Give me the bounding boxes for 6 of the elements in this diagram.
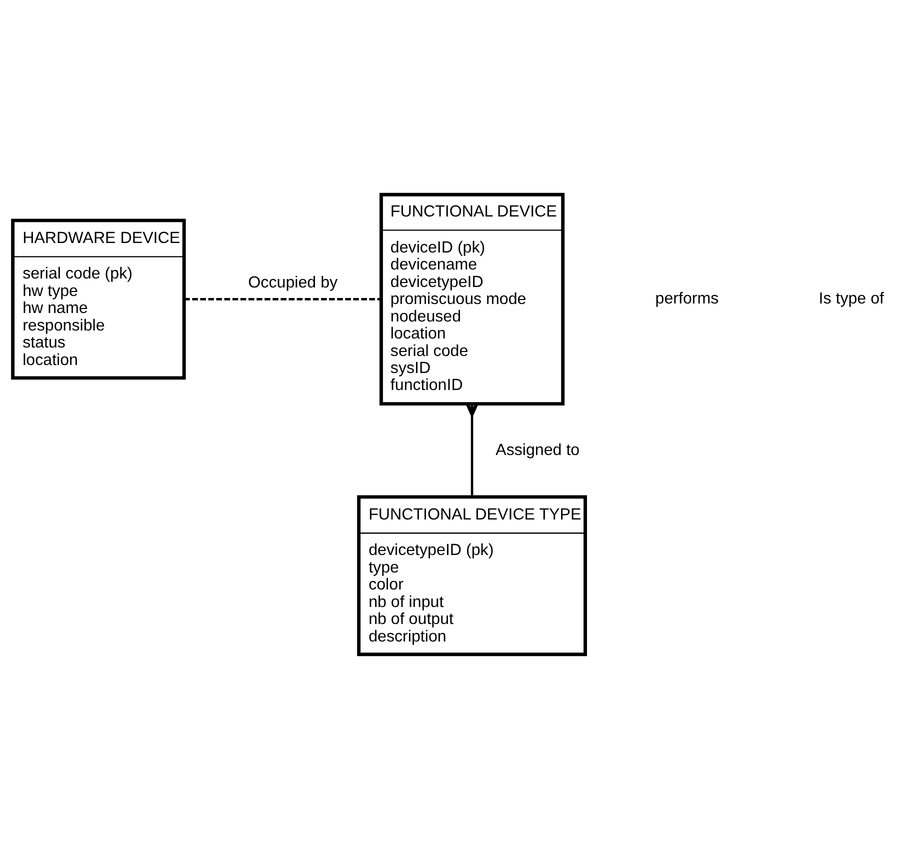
label: Is type of [818,289,884,308]
connector [184,298,382,300]
edge-label: Assigned to [496,441,580,460]
label: performs [655,289,719,308]
edge-label: Occupied by [248,273,338,292]
connector [466,402,478,497]
